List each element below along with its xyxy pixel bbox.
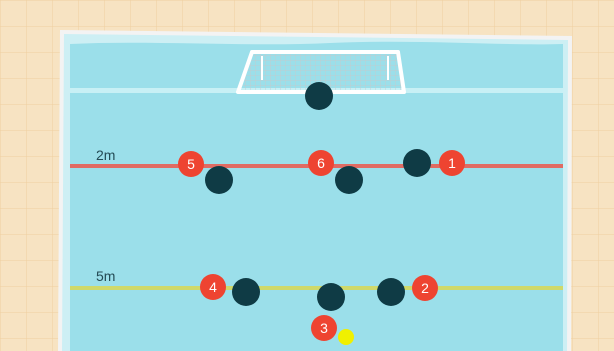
attacker-1: 1 (439, 150, 465, 176)
attacker-4-number: 4 (209, 279, 217, 295)
attacker-3-number: 3 (320, 320, 328, 336)
defender (335, 166, 363, 194)
defender (377, 278, 405, 306)
attacker-1-number: 1 (448, 155, 456, 171)
defender (305, 82, 333, 110)
defender (205, 166, 233, 194)
attacker-2-number: 2 (421, 280, 429, 296)
attacker-5-number: 5 (187, 156, 195, 172)
defender (403, 149, 431, 177)
defender (232, 278, 260, 306)
attacker-6: 6 (308, 150, 334, 176)
attacker-4: 4 (200, 274, 226, 300)
ball (338, 329, 354, 345)
defender (317, 283, 345, 311)
attacker-3: 3 (311, 315, 337, 341)
two-meter-label: 2m (96, 147, 115, 163)
attacker-2: 2 (412, 275, 438, 301)
five-meter-label: 5m (96, 268, 115, 284)
attacker-6-number: 6 (317, 155, 325, 171)
attacker-5: 5 (178, 151, 204, 177)
